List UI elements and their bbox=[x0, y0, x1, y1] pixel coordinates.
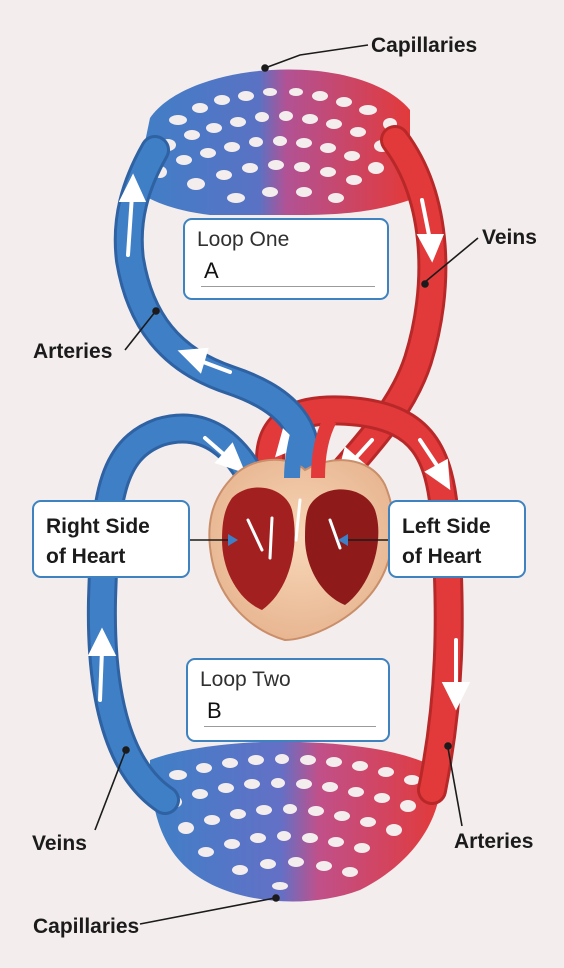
capillaries-bottom-label: Capillaries bbox=[33, 915, 140, 938]
heart bbox=[208, 416, 395, 642]
loop-two-answer-line bbox=[204, 726, 376, 727]
top-capillary-bed bbox=[135, 69, 410, 215]
flow-arrows bbox=[87, 173, 471, 711]
loop-one-answer: A bbox=[204, 258, 219, 283]
loop-one-title: Loop One bbox=[197, 228, 290, 251]
loop-two-box: Loop Two B bbox=[186, 658, 390, 742]
right-side-heart-box: Right Side of Heart bbox=[32, 500, 190, 578]
arteries-left-label: Arteries bbox=[33, 340, 113, 363]
right-side-heart-label: Right Side of Heart bbox=[46, 515, 150, 568]
callout-lines bbox=[94, 44, 479, 925]
loop-two-title: Loop Two bbox=[200, 668, 291, 691]
bottom-capillary-bed bbox=[150, 741, 441, 902]
arteries-right-label: Arteries bbox=[454, 830, 534, 853]
left-side-heart-box: Left Side of Heart bbox=[388, 500, 526, 578]
loop-two-answer: B bbox=[207, 698, 222, 723]
left-side-heart-label: Left Side of Heart bbox=[402, 515, 491, 568]
veins-right-label: Veins bbox=[482, 226, 537, 249]
capillaries-top-label: Capillaries bbox=[371, 34, 478, 57]
loop-one-answer-line bbox=[201, 286, 375, 287]
veins-left-label: Veins bbox=[32, 832, 87, 855]
loop-one-box: Loop One A bbox=[183, 218, 389, 300]
